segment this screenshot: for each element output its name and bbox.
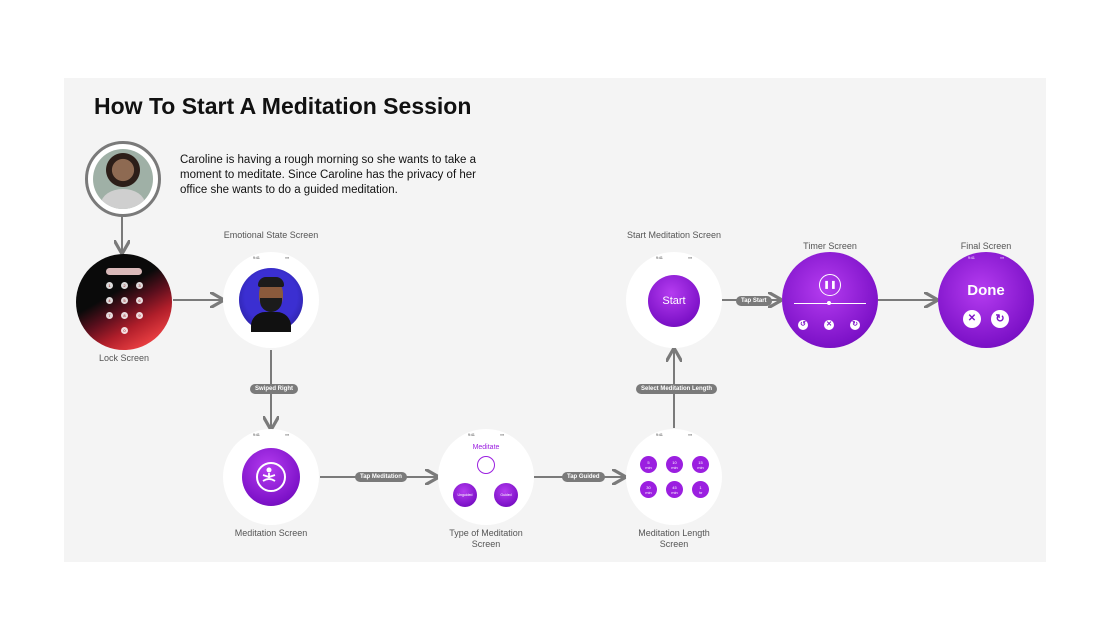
- page-title: How To Start A Meditation Session: [94, 93, 472, 119]
- meditation-watch: 9:41▪▪▪: [223, 429, 319, 525]
- status-bar: 9:41▪▪▪: [968, 256, 1004, 260]
- persona-avatar: [85, 141, 161, 217]
- keypad-key: 3: [136, 282, 143, 289]
- transition-tap-meditation: Tap Meditation: [355, 472, 407, 482]
- emotional-screen-label: Emotional State Screen: [223, 230, 319, 240]
- done-heading: Done: [967, 282, 1005, 299]
- close-icon[interactable]: ✕: [963, 310, 981, 328]
- lotus-icon: [256, 462, 286, 492]
- lock-screen-label: Lock Screen: [98, 353, 150, 363]
- keypad-key: 8: [121, 312, 128, 319]
- lotus-icon: [477, 456, 495, 474]
- transition-swiped-right: Swiped Right: [250, 384, 298, 394]
- emotional-state-watch: 9:41▪▪▪: [223, 252, 319, 348]
- meditate-heading: Meditate: [472, 444, 500, 451]
- unguided-button[interactable]: Unguided: [453, 483, 477, 507]
- keypad-key: 2: [121, 282, 128, 289]
- rewind-icon[interactable]: ↺: [798, 320, 808, 330]
- status-bar: 9:41▪▪▪: [468, 433, 504, 437]
- forward-icon[interactable]: ↻: [850, 320, 860, 330]
- transition-select-length: Select Meditation Length: [636, 384, 718, 394]
- final-face: 9:41▪▪▪ Done ✕ ↻: [938, 252, 1034, 348]
- keypad-key: 0: [121, 327, 128, 334]
- status-bar: 9:41▪▪▪: [253, 256, 289, 260]
- guided-button[interactable]: Guided: [494, 483, 518, 507]
- start-button[interactable]: Start: [648, 275, 700, 327]
- keypad-key: 9: [136, 312, 143, 319]
- final-watch: 9:41▪▪▪ Done ✕ ↻: [938, 252, 1034, 348]
- keypad-key: 7: [106, 312, 113, 319]
- final-screen-label: Final Screen: [960, 241, 1012, 251]
- start-watch: 9:41▪▪▪ Start: [626, 252, 722, 348]
- meditation-screen-label: Meditation Screen: [234, 528, 308, 538]
- lock-screen-watch: 1 2 3 4 5 6 7 8 9 0: [76, 254, 172, 350]
- emoji-avatar[interactable]: [239, 268, 303, 332]
- timer-face: ❚❚ ↺ ✕ ↻: [782, 252, 878, 348]
- timer-watch: ❚❚ ↺ ✕ ↻: [782, 252, 878, 348]
- timer-screen-label: Timer Screen: [803, 241, 857, 251]
- restart-icon[interactable]: ↻: [991, 310, 1009, 328]
- progress-knob[interactable]: [827, 301, 831, 305]
- status-bar: 9:41▪▪▪: [656, 256, 692, 260]
- type-screen-label: Type of Meditation Screen: [449, 528, 523, 549]
- keypad-key: 5: [121, 297, 128, 304]
- transition-tap-start: Tap Start: [736, 296, 772, 306]
- transition-tap-guided: Tap Guided: [562, 472, 605, 482]
- meditation-button[interactable]: [242, 448, 300, 506]
- persona-photo: [93, 149, 153, 209]
- status-bar: 9:41▪▪▪: [253, 433, 289, 437]
- close-icon[interactable]: ✕: [824, 320, 834, 330]
- keypad-key: 1: [106, 282, 113, 289]
- length-screen-label: Meditation Length Screen: [638, 528, 710, 549]
- status-bar: 9:41▪▪▪: [656, 433, 692, 437]
- passcode-dots: [106, 268, 142, 275]
- pause-icon[interactable]: ❚❚: [819, 274, 841, 296]
- keypad-key: 4: [106, 297, 113, 304]
- start-screen-label: Start Meditation Screen: [626, 230, 722, 240]
- persona-description: Caroline is having a rough morning so sh…: [180, 154, 476, 196]
- type-watch: 9:41▪▪▪ Meditate Unguided Guided: [438, 429, 534, 525]
- keypad-key: 6: [136, 297, 143, 304]
